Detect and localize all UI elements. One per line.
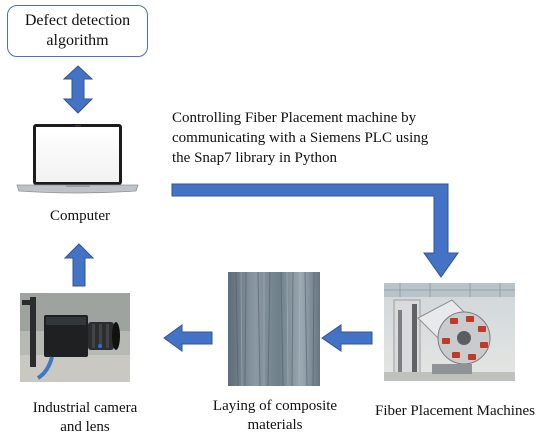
composite-label-line2: materials: [247, 417, 303, 433]
camera-label: Industrial camera and lens: [10, 399, 160, 437]
plc-description-line3: the Snap7 library in Python: [172, 150, 337, 166]
arrow-plc-to-machine: [171, 183, 459, 278]
camera-label-line2: and lens: [60, 419, 110, 435]
algorithm-box-line1: Defect detection: [24, 12, 131, 29]
arrow-composite-to-camera: [163, 324, 213, 352]
industrial-camera-photo: [20, 293, 130, 382]
arrow-machine-to-composite: [321, 324, 373, 352]
computer-laptop-icon: [16, 124, 139, 194]
plc-description: Controlling Fiber Placement machine by c…: [172, 108, 502, 168]
camera-label-line1: Industrial camera: [32, 400, 138, 416]
fiber-placement-machine-photo: [384, 283, 515, 381]
composite-material-photo: [228, 271, 320, 387]
arrow-camera-to-computer: [63, 243, 95, 287]
machine-label: Fiber Placement Machines: [375, 403, 535, 419]
algorithm-box-line2: algorithm: [46, 32, 109, 49]
defect-detection-algorithm-box: Defect detection algorithm: [7, 5, 148, 57]
plc-description-line1: Controlling Fiber Placement machine by: [172, 110, 417, 126]
double-arrow-algorithm-computer: [62, 65, 94, 114]
plc-description-line2: communicating with a Siemens PLC using: [172, 130, 429, 146]
composite-label: Laying of composite materials: [195, 397, 355, 435]
computer-label: Computer: [50, 208, 110, 224]
composite-label-line1: Laying of composite: [212, 398, 338, 414]
